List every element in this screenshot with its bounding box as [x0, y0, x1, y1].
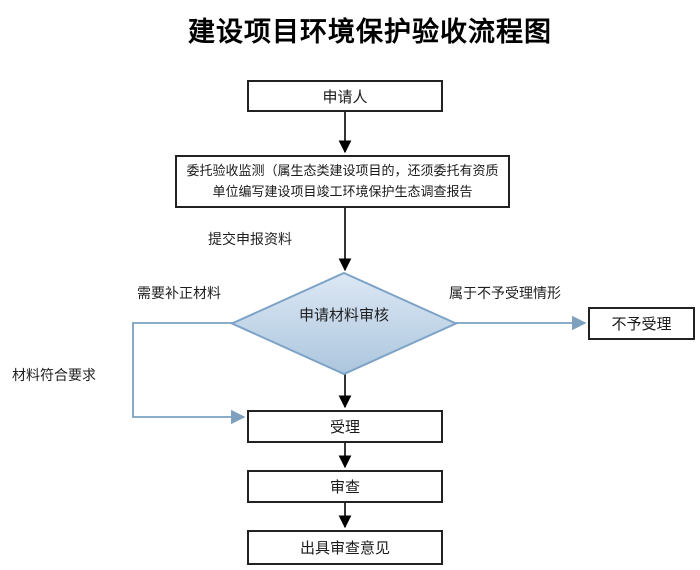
node-entrust-monitoring: 委托验收监测（属生态类建设项目的，还须委托有资质 单位编写建设项目竣工环境保护生… [175, 155, 510, 208]
edge-label-rejection-case: 属于不予受理情形 [449, 286, 561, 302]
edge-label-submit-materials: 提交申报资料 [208, 232, 292, 248]
page-title: 建设项目环境保护验收流程图 [188, 17, 552, 48]
node-applicant: 申请人 [247, 80, 443, 112]
edge-label-need-correction: 需要补正材料 [137, 286, 221, 302]
edge-label-materials-ok: 材料符合要求 [12, 368, 96, 384]
arrow-decision-loop-to-accept [132, 322, 246, 425]
decision-diamond-shape [229, 271, 459, 376]
node-not-accepted: 不予受理 [588, 307, 695, 340]
node-examine: 审查 [247, 470, 443, 503]
node-accepted: 受理 [247, 410, 443, 443]
node-issue-opinion: 出具审查意见 [247, 530, 443, 565]
node-material-review-label: 申请材料审核 [298, 306, 389, 324]
